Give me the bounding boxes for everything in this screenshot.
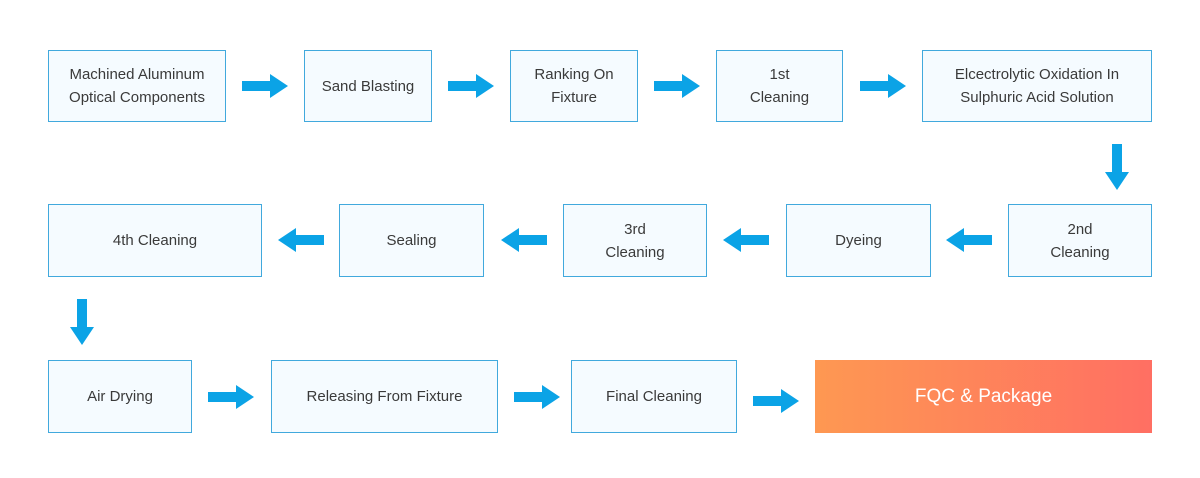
step-1st-cleaning: 1st Cleaning xyxy=(716,50,843,122)
arrow-right-icon xyxy=(753,389,799,413)
arrow-left-icon xyxy=(723,228,769,252)
arrow-right-icon xyxy=(448,74,494,98)
arrow-down-icon xyxy=(1105,144,1129,190)
step-electrolytic-oxidation: Elcectrolytic Oxidation In Sulphuric Aci… xyxy=(922,50,1152,122)
step-sealing: Sealing xyxy=(339,204,484,277)
arrow-down-icon xyxy=(70,299,94,345)
step-4th-cleaning: 4th Cleaning xyxy=(48,204,262,277)
step-sand-blasting: Sand Blasting xyxy=(304,50,432,122)
arrow-left-icon xyxy=(278,228,324,252)
arrow-left-icon xyxy=(946,228,992,252)
arrow-right-icon xyxy=(208,385,254,409)
arrow-right-icon xyxy=(514,385,560,409)
step-fqc-package: FQC & Package xyxy=(815,360,1152,433)
arrow-right-icon xyxy=(654,74,700,98)
step-final-cleaning: Final Cleaning xyxy=(571,360,737,433)
arrow-right-icon xyxy=(860,74,906,98)
step-air-drying: Air Drying xyxy=(48,360,192,433)
arrow-left-icon xyxy=(501,228,547,252)
step-dyeing: Dyeing xyxy=(786,204,931,277)
step-2nd-cleaning: 2nd Cleaning xyxy=(1008,204,1152,277)
step-ranking-on-fixture: Ranking On Fixture xyxy=(510,50,638,122)
step-3rd-cleaning: 3rd Cleaning xyxy=(563,204,707,277)
step-machined-aluminum: Machined Aluminum Optical Components xyxy=(48,50,226,122)
arrow-right-icon xyxy=(242,74,288,98)
step-releasing-from-fixture: Releasing From Fixture xyxy=(271,360,498,433)
